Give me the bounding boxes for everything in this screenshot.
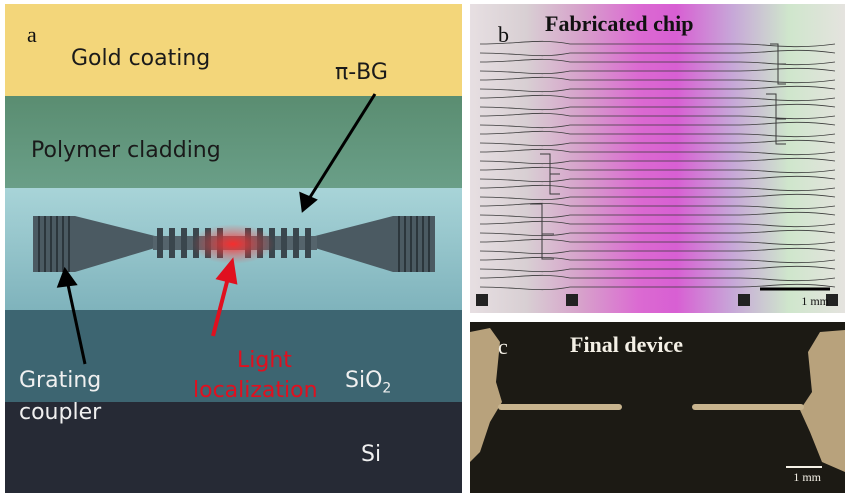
chip-waveguide-line (479, 202, 836, 210)
right-fiber (692, 404, 804, 410)
chip-waveguide-line (479, 184, 836, 192)
sio2-layer (5, 310, 462, 402)
final-device-photo (470, 328, 845, 472)
chip-waveguide-line (479, 112, 836, 120)
grating-coupler-arrow (65, 279, 87, 365)
scale-label-c: 1 mm (793, 470, 821, 484)
chip-waveguide-line (479, 40, 836, 48)
light-localization-label-2: localization (193, 378, 318, 403)
chip-waveguide-line (479, 274, 836, 282)
chip-waveguide-line (479, 58, 836, 66)
chip-waveguide-line (479, 85, 836, 93)
gold-coating-layer (5, 4, 462, 96)
chip-waveguide-line (479, 220, 836, 228)
chip-waveguide-line (479, 211, 836, 219)
chip-waveguide-line (479, 247, 836, 255)
pi-bg-arrow (305, 93, 377, 203)
waveguide-device-drawing (33, 93, 435, 365)
chip-waveguide-line (479, 175, 836, 183)
chip-waveguide-line (479, 67, 836, 75)
chip-waveguide-line (479, 49, 836, 57)
chip-waveguide-line (479, 229, 836, 237)
panel-c-label: c (498, 334, 508, 359)
chip-waveguide-line (479, 103, 836, 111)
polymer-cladding-label: Polymer cladding (31, 138, 221, 163)
chip-waveguide-line (479, 283, 836, 291)
chip-waveguide-line (479, 256, 836, 264)
polymer-cladding-layer (5, 96, 462, 188)
splitter-tree-left (530, 153, 560, 260)
left-fiber (498, 404, 622, 410)
chip-waveguide-line (479, 130, 836, 138)
grating-coupler-label-1: Grating (19, 368, 102, 393)
pi-bg-label: π-BG (335, 60, 388, 85)
chip-waveguide-line (479, 265, 836, 273)
splitter-tree-right (766, 43, 786, 145)
chip-waveguide-line (479, 148, 836, 156)
chip-waveguide-line (479, 76, 836, 84)
chip-waveguide-line (479, 157, 836, 165)
light-localization-arrow (211, 273, 231, 337)
grating-coupler-label-2: coupler (19, 400, 102, 425)
panel-b-label: b (498, 22, 509, 47)
gold-coating-label: Gold coating (71, 46, 211, 71)
final-device-title: Final device (570, 332, 684, 357)
chip-waveguide-line (479, 94, 836, 102)
light-localization-glow (191, 224, 275, 264)
chip-waveguide-line (479, 238, 836, 246)
si-label: Si (361, 442, 382, 467)
panel-c-device-image: c Final device 1 mm (470, 322, 845, 493)
right-fiber-pad (800, 330, 845, 472)
left-fiber-pad (470, 328, 502, 462)
sio2-label: SiO2 (345, 368, 392, 397)
si-layer (5, 402, 462, 493)
chip-waveguide-pattern (476, 40, 838, 306)
chip-waveguide-line (479, 166, 836, 174)
chip-waveguide-line (479, 193, 836, 201)
chip-waveguide-line (479, 139, 836, 147)
fabricated-chip-title: Fabricated chip (545, 11, 694, 36)
panel-a-schematic: a Gold coating π-BG Polymer cladding Gra… (5, 4, 462, 493)
panel-b-chip-image: b Fabricated chip 1 mm (470, 4, 845, 313)
panel-a-label: a (27, 22, 37, 47)
chip-waveguide-line (479, 121, 836, 129)
scale-label-b: 1 mm (801, 294, 829, 308)
light-localization-label-1: Light (237, 348, 292, 373)
